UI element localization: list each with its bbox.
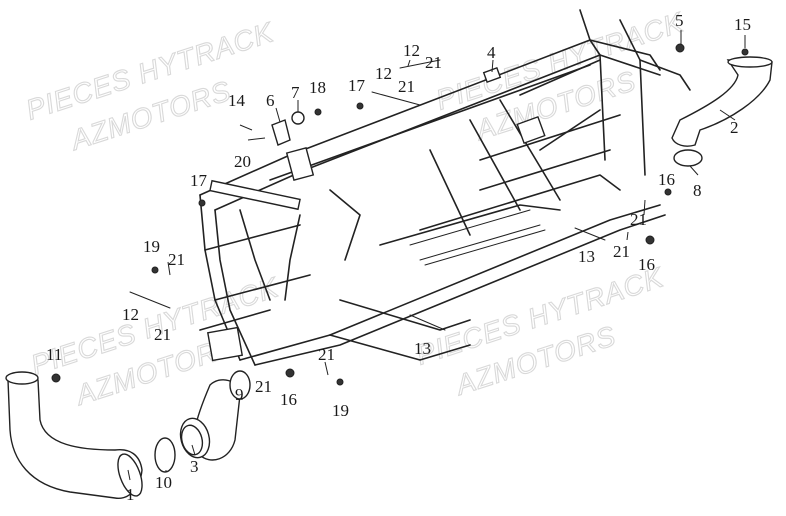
callout-5: 5 [675, 11, 684, 30]
part-5-nut [675, 43, 685, 53]
callout-12: 12 [375, 64, 392, 83]
callout-9: 9 [235, 385, 244, 404]
part-16-nut [645, 235, 655, 245]
part-9-clamp [229, 370, 251, 400]
part-12-bolt [371, 91, 421, 106]
part-18-nut [314, 108, 322, 116]
callout-11: 11 [46, 345, 62, 364]
part-13-bolt [409, 314, 446, 331]
part-12-bolt [399, 59, 441, 69]
callout-13: 13 [414, 339, 431, 358]
callout-21: 21 [255, 377, 272, 396]
callout-19: 19 [143, 237, 160, 256]
part-17-nut [356, 102, 364, 110]
part-16-nut [664, 188, 672, 196]
chassis-frame [199, 9, 691, 366]
callout-10: 10 [155, 473, 172, 492]
callout-16: 16 [280, 390, 297, 409]
part-15-bolt [741, 48, 749, 56]
part-20-bolt [247, 137, 266, 141]
callout-17: 17 [190, 171, 208, 190]
leader-lines [127, 30, 746, 481]
callout-3: 3 [190, 457, 199, 476]
callout-17: 17 [348, 76, 366, 95]
callout-21: 21 [630, 210, 647, 229]
callout-14: 14 [228, 91, 246, 110]
callout-4: 4 [487, 43, 496, 62]
part-11-nut [51, 373, 61, 383]
part-14-bolt [239, 124, 253, 131]
watermark-1: PIECES HYTRACK AZMOTORS [22, 16, 279, 157]
callout-12: 12 [122, 305, 139, 324]
part-7-bushing [291, 111, 305, 125]
callout-13: 13 [578, 247, 595, 266]
callout-21: 21 [398, 77, 415, 96]
callout-16: 16 [638, 255, 655, 274]
callout-19: 19 [332, 401, 349, 420]
callout-12: 12 [403, 41, 420, 60]
callout-7: 7 [291, 83, 300, 102]
callout-20: 20 [234, 152, 251, 171]
callout-21: 21 [168, 250, 185, 269]
part-2-rear-tube [671, 56, 773, 147]
callout-21: 21 [613, 242, 630, 261]
callout-labels: 1 2 3 4 5 6 7 8 9 10 11 12 12 12 13 13 1… [46, 11, 751, 504]
callout-18: 18 [309, 78, 326, 97]
callout-21: 21 [318, 345, 335, 364]
part-17-nut [198, 199, 206, 207]
part-10-clamp [154, 437, 176, 473]
callout-21: 21 [154, 325, 171, 344]
part-19-bolt [336, 378, 344, 386]
callout-15: 15 [734, 15, 751, 34]
part-8-clamp [673, 149, 703, 167]
callout-8: 8 [693, 181, 702, 200]
part-6-bracket [271, 119, 291, 146]
part-19-bolt [151, 266, 159, 274]
callout-1: 1 [126, 485, 135, 504]
callout-6: 6 [266, 91, 275, 110]
part-12-bolt [129, 291, 171, 309]
part-16-nut [285, 368, 295, 378]
callout-2: 2 [730, 118, 739, 137]
part-1-intake-tube [5, 371, 143, 499]
watermark-4: PIECES HYTRACK AZMOTORS [412, 261, 669, 402]
part-3-boot [179, 379, 241, 461]
part-13-bolt [574, 227, 606, 241]
callout-16: 16 [658, 170, 675, 189]
callout-21: 21 [425, 53, 442, 72]
